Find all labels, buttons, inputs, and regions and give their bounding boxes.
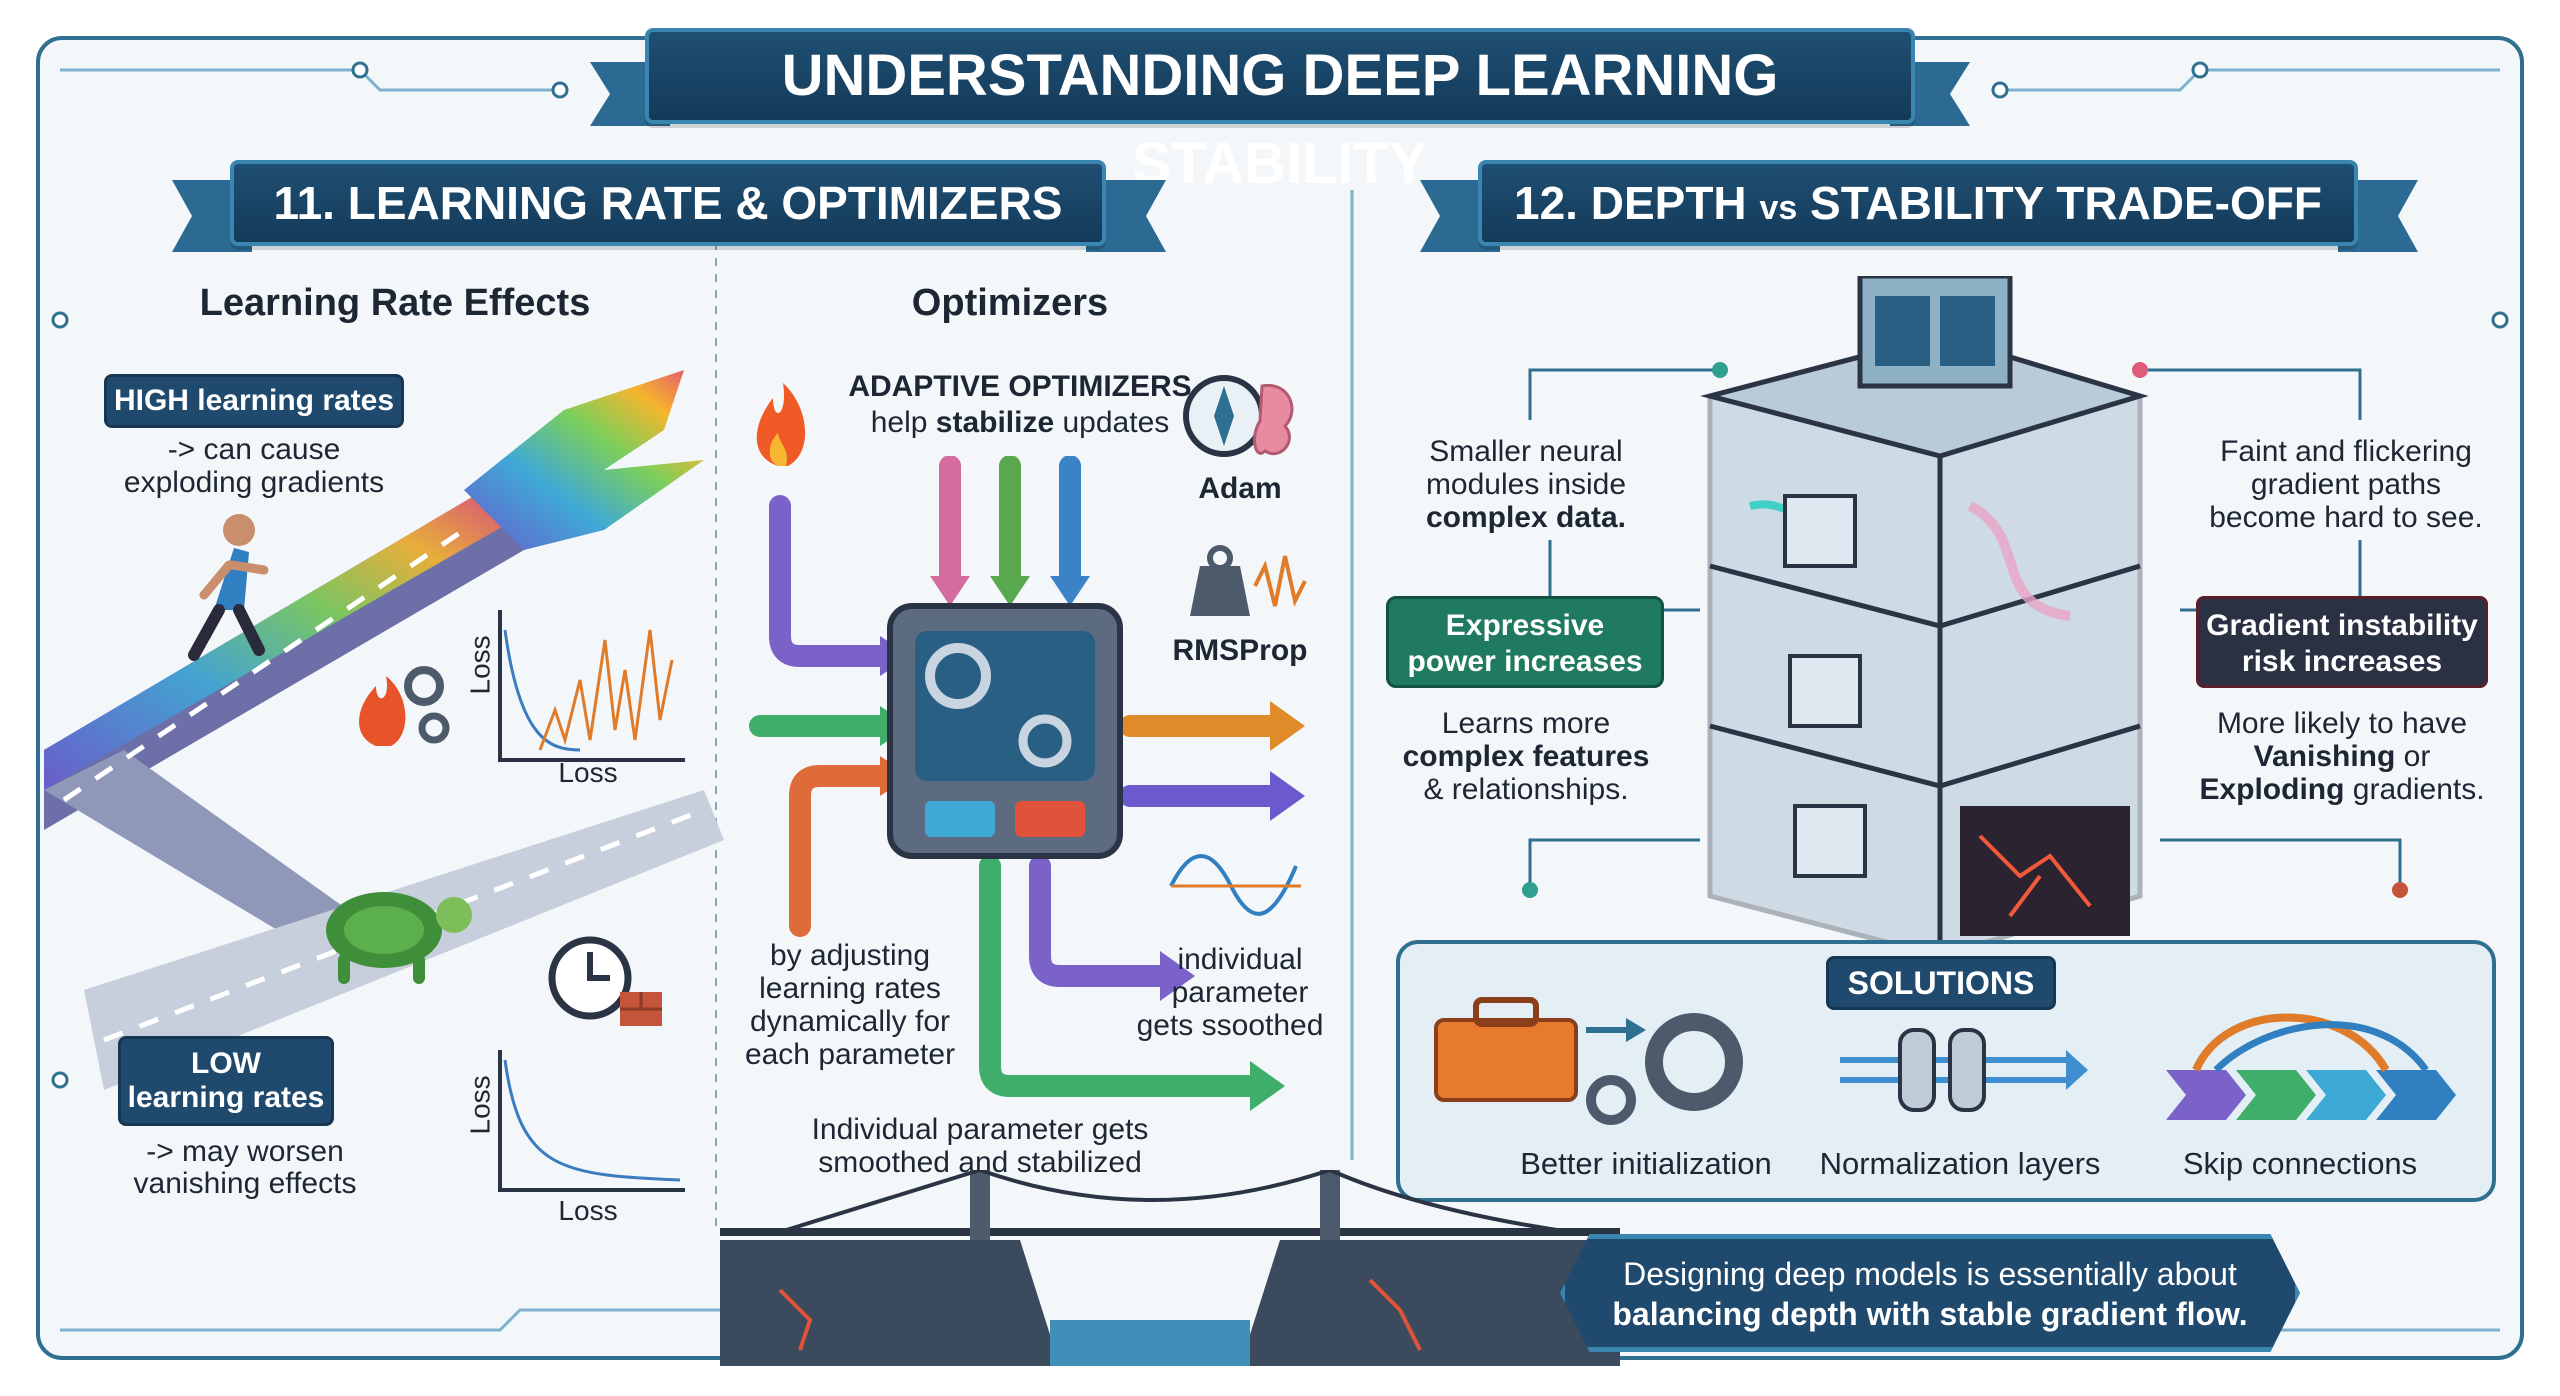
adaptive-sub-pre: help [870, 406, 928, 439]
right-title-pre: 12. DEPTH [1514, 177, 1760, 229]
low-lr-loss-chart [498, 1050, 685, 1192]
low-lr-label: LOW learning rates [118, 1036, 334, 1126]
adjust-line-3: dynamically for [749, 1005, 951, 1038]
conclusion-line-1: Designing deep models is essentially abo… [1623, 1256, 2237, 1292]
bridge-illustration [720, 1170, 1620, 1366]
likely-or: or [2403, 740, 2431, 773]
low-lr-label-2: learning rates [127, 1081, 325, 1114]
adjust-line-1: by adjusting [769, 939, 931, 972]
likely-line-1: More likely to have [2216, 707, 2468, 740]
low-lr-desc-2: vanishing effects [133, 1167, 357, 1200]
adaptive-sub-post: updates [1062, 406, 1170, 439]
individual-line-2: parameter [1171, 976, 1309, 1009]
normalization-icon [1840, 1028, 2088, 1112]
right-section-title: 12. DEPTH vs STABILITY TRADE-OFF [1478, 160, 2358, 246]
faint-line-1: Faint and flickering [2220, 435, 2472, 468]
low-lr-label-1: LOW [191, 1047, 261, 1080]
faint-line-3: become hard to see. [2209, 501, 2483, 534]
left-section-title: 11. LEARNING RATE & OPTIMIZERS [230, 160, 1106, 246]
instability-line-1: Gradient instability [2206, 609, 2478, 642]
rmsprop-label: RMSProp [1172, 634, 1308, 667]
solution-1: Better initialization [1520, 1146, 1772, 1181]
instability-line-2: risk increases [2241, 645, 2443, 678]
low-chart-ylabel: Loss [464, 1075, 496, 1135]
adaptive-title: ADAPTIVE OPTIMIZERS [848, 370, 1192, 403]
faint-line-2: gradient paths [2250, 468, 2442, 501]
optimizer-engine [749, 456, 1305, 1111]
bottom-note-1: Individual parameter gets [811, 1113, 1149, 1146]
individual-line-1: individual [1177, 943, 1303, 976]
likely-line-3: Exploding gradients. [2186, 772, 2498, 807]
likely-exploding: Exploding [2199, 773, 2345, 806]
conclusion-line-2: balancing depth with stable gradient flo… [1612, 1296, 2248, 1332]
right-title-vs: vs [1759, 189, 1798, 227]
clock-icon [548, 936, 662, 1026]
compass-brain-icon [1183, 375, 1294, 457]
right-title-post: STABILITY TRADE-OFF [1797, 177, 2322, 229]
high-chart-xlabel: Loss [558, 757, 618, 788]
road-illustration [44, 370, 724, 1090]
flame-icon [756, 383, 806, 466]
low-lr-desc-1: -> may worsen [146, 1135, 344, 1168]
weight-wave-icon [1190, 545, 1307, 616]
likely-gradients: gradients. [2352, 773, 2485, 806]
network-tower [1700, 276, 2149, 959]
expressive-line-1: Expressive [1445, 609, 1605, 642]
solutions-title: SOLUTIONS [1826, 956, 2056, 1010]
high-lr-desc-1: -> can cause [167, 433, 341, 466]
learns-line-2: complex features [1402, 740, 1650, 773]
adaptive-sub-bold: stabilize [935, 406, 1055, 439]
high-lr-label: HIGH learning rates [104, 374, 404, 428]
instability-box: Gradient instability risk increases [2196, 596, 2488, 688]
expressive-line-2: power increases [1407, 645, 1643, 678]
likely-vanishing: Vanishing [2253, 740, 2396, 773]
lr-effects-heading: Learning Rate Effects [199, 282, 591, 324]
optimizers-heading: Optimizers [911, 282, 1109, 324]
high-lr-loss-chart [498, 610, 685, 762]
individual-line-3: gets ssoothed [1136, 1009, 1324, 1042]
toolbox-gear-icon [1434, 997, 1743, 1125]
adam-label: Adam [1198, 472, 1282, 505]
smooth-wave-icon [1169, 854, 1301, 916]
adaptive-subtitle: help stabilize updates [830, 406, 1210, 440]
low-chart-xlabel: Loss [558, 1195, 618, 1226]
likely-line-2: Vanishing or [2186, 739, 2498, 774]
solution-3: Skip connections [2182, 1146, 2418, 1181]
high-lr-desc-2: exploding gradients [123, 466, 385, 499]
adjust-line-4: each parameter [744, 1038, 956, 1071]
solution-2: Normalization layers [1819, 1146, 2101, 1181]
skip-connections-icon [2166, 1013, 2456, 1120]
smaller-line-2: modules inside [1425, 468, 1627, 501]
learns-line-1: Learns more [1441, 707, 1611, 740]
high-chart-ylabel: Loss [464, 635, 496, 695]
learns-line-3: & relationships. [1423, 773, 1629, 806]
smaller-line-1: Smaller neural [1429, 435, 1623, 468]
fire-gears-icon [359, 666, 450, 746]
expressive-box: Expressive power increases [1386, 596, 1664, 688]
page-title: UNDERSTANDING DEEP LEARNING STABILITY [645, 28, 1915, 196]
smaller-line-3: complex data. [1425, 501, 1627, 534]
conclusion-box [1560, 1234, 2300, 1352]
adjust-line-2: learning rates [759, 972, 941, 1005]
